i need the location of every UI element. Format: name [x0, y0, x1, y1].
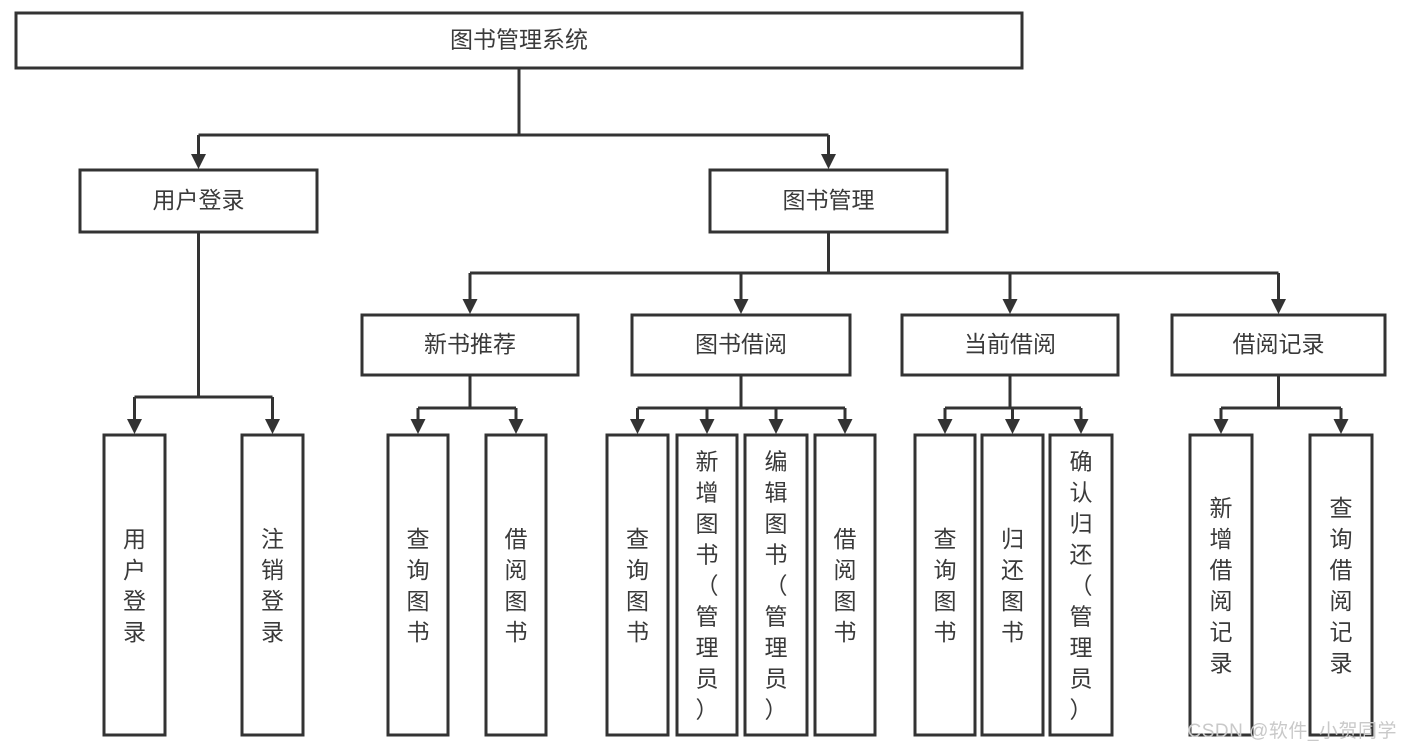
node-label: 新书推荐 [424, 331, 516, 357]
node-box [708, 168, 949, 234]
node-label: 用户登录 [123, 526, 146, 645]
edge-arrowhead [1073, 419, 1089, 434]
node-label: 借阅图书 [505, 526, 528, 645]
node-box [1048, 433, 1114, 737]
node-label: 注销登录 [261, 526, 284, 645]
node-leaf-confirm-return[interactable]: 确认归还（管理员） [1048, 433, 1114, 737]
node-leaf-logout[interactable]: 注销登录 [240, 433, 305, 737]
node-label: 查询借阅记录 [1330, 495, 1353, 676]
node-box [813, 433, 877, 737]
node-leaf-add-book[interactable]: 新增图书（管理员） [675, 433, 739, 737]
node-box [102, 433, 167, 737]
node-label: 用户登录 [153, 187, 245, 213]
node-label: 查询图书 [626, 526, 649, 645]
node-box [743, 433, 809, 737]
node-label: 编辑图书（管理员） [765, 449, 788, 723]
edge-arrowhead [630, 419, 645, 434]
edge-arrowhead [508, 419, 524, 434]
edge-arrowhead [1271, 299, 1286, 314]
edge-arrowhead [410, 419, 426, 434]
node-label: 新增借阅记录 [1210, 495, 1233, 676]
node-label: 确认归还（管理员） [1070, 449, 1093, 723]
edge-arrowhead [127, 419, 142, 434]
node-box [605, 433, 670, 737]
edge-arrowhead [462, 299, 478, 314]
node-book-manage[interactable]: 图书管理 [708, 168, 949, 234]
node-user-login[interactable]: 用户登录 [78, 168, 319, 234]
node-leaf-query-book-1[interactable]: 查询图书 [386, 433, 450, 737]
node-label: 查询图书 [934, 526, 957, 645]
node-box [913, 433, 977, 737]
node-box [78, 168, 319, 234]
node-box [1188, 433, 1254, 737]
node-label: 图书管理 [783, 187, 875, 213]
edges-layer [127, 68, 1349, 434]
node-leaf-borrow-book-1[interactable]: 借阅图书 [484, 433, 548, 737]
node-leaf-query-record[interactable]: 查询借阅记录 [1308, 433, 1374, 737]
edge-arrowhead [1005, 419, 1020, 434]
edge-arrowhead [768, 419, 784, 434]
node-new-book-rec[interactable]: 新书推荐 [360, 313, 580, 377]
node-box [360, 313, 580, 377]
edge-arrowhead [699, 419, 715, 434]
edge-arrowhead [837, 419, 853, 434]
node-box [1170, 313, 1387, 377]
edge-arrowhead [1002, 299, 1018, 314]
node-leaf-query-book-3[interactable]: 查询图书 [913, 433, 977, 737]
node-leaf-edit-book[interactable]: 编辑图书（管理员） [743, 433, 809, 737]
node-leaf-add-record[interactable]: 新增借阅记录 [1188, 433, 1254, 737]
node-box [900, 313, 1120, 377]
node-box [980, 433, 1045, 737]
node-label: 当前借阅 [964, 331, 1056, 357]
node-box [484, 433, 548, 737]
node-borrow-record[interactable]: 借阅记录 [1170, 313, 1387, 377]
node-current-borrow[interactable]: 当前借阅 [900, 313, 1120, 377]
edge-arrowhead [1213, 419, 1229, 434]
node-leaf-user-login[interactable]: 用户登录 [102, 433, 167, 737]
node-label: 图书借阅 [695, 331, 787, 357]
edge-arrowhead [733, 299, 749, 314]
edge-arrowhead [821, 154, 836, 169]
node-leaf-borrow-book-2[interactable]: 借阅图书 [813, 433, 877, 737]
node-box [386, 433, 450, 737]
node-label: 图书管理系统 [450, 27, 588, 53]
node-label: 查询图书 [407, 526, 430, 645]
nodes-layer: 图书管理系统用户登录图书管理新书推荐图书借阅当前借阅借阅记录用户登录注销登录查询… [14, 11, 1387, 737]
node-label: 借阅记录 [1233, 331, 1325, 357]
node-leaf-return-book[interactable]: 归还图书 [980, 433, 1045, 737]
node-box [675, 433, 739, 737]
node-label: 新增图书（管理员） [696, 449, 719, 723]
edge-arrowhead [265, 419, 280, 434]
node-box [630, 313, 852, 377]
edge-arrowhead [1333, 419, 1349, 434]
node-book-borrow[interactable]: 图书借阅 [630, 313, 852, 377]
node-leaf-query-book-2[interactable]: 查询图书 [605, 433, 670, 737]
node-label: 归还图书 [1001, 526, 1024, 645]
node-root[interactable]: 图书管理系统 [14, 11, 1024, 70]
node-label: 借阅图书 [834, 526, 857, 645]
node-box [1308, 433, 1374, 737]
node-box [240, 433, 305, 737]
node-box [14, 11, 1024, 70]
edge-arrowhead [191, 154, 206, 169]
edge-arrowhead [937, 419, 953, 434]
